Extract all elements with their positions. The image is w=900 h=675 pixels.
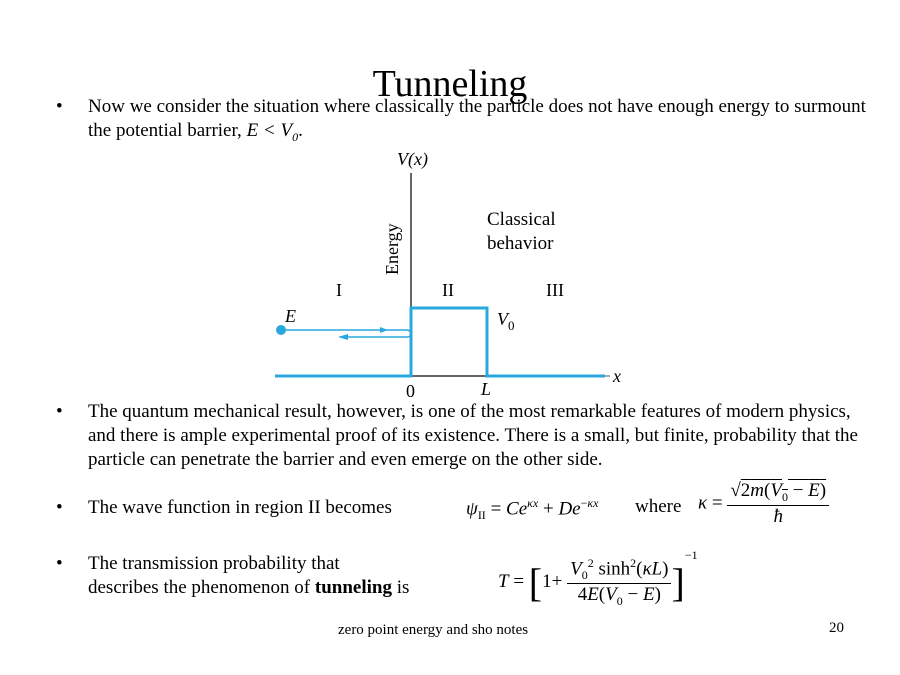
- svg-text:V(x): V(x): [397, 149, 428, 170]
- page-number: 20: [829, 620, 844, 636]
- potential-barrier-diagram: V(x) Energy Classical behavior I II III …: [275, 149, 621, 401]
- svg-text:III: III: [546, 280, 564, 300]
- kappa-equation: κ = √2m(V0 − E)ħ: [698, 480, 830, 528]
- svg-text:Classical: Classical: [487, 209, 556, 230]
- psi-equation: ψII = Ceκx + De−κx: [466, 496, 599, 523]
- bullet-icon: •: [56, 497, 63, 518]
- transmission-equation: T = [1+ V02 sinh2(κL)4E(V0 − E)]−1: [498, 548, 698, 609]
- footer-text: zero point energy and sho notes: [338, 622, 529, 638]
- svg-text:x: x: [612, 366, 621, 386]
- svg-text:II: II: [442, 280, 454, 300]
- svg-text:0: 0: [406, 381, 415, 401]
- bullet-icon: •: [56, 96, 63, 117]
- energy-axis-label: Energy: [382, 223, 402, 275]
- slide-title: Tunneling: [372, 63, 528, 105]
- svg-text:I: I: [336, 280, 342, 300]
- svg-text:L: L: [480, 379, 491, 399]
- svg-text:behavior: behavior: [487, 233, 554, 254]
- svg-text:V0: V0: [497, 309, 515, 333]
- bullet-icon: •: [56, 553, 63, 574]
- bullet-intro: Now we consider the situation where clas…: [88, 96, 866, 144]
- bullet-quantum-result: The quantum mechanical result, however, …: [88, 401, 858, 470]
- bullet-wavefunction: The wave function in region II becomes: [88, 497, 392, 518]
- where-label: where: [635, 496, 682, 517]
- bullet-icon: •: [56, 401, 63, 422]
- svg-text:E: E: [284, 306, 296, 326]
